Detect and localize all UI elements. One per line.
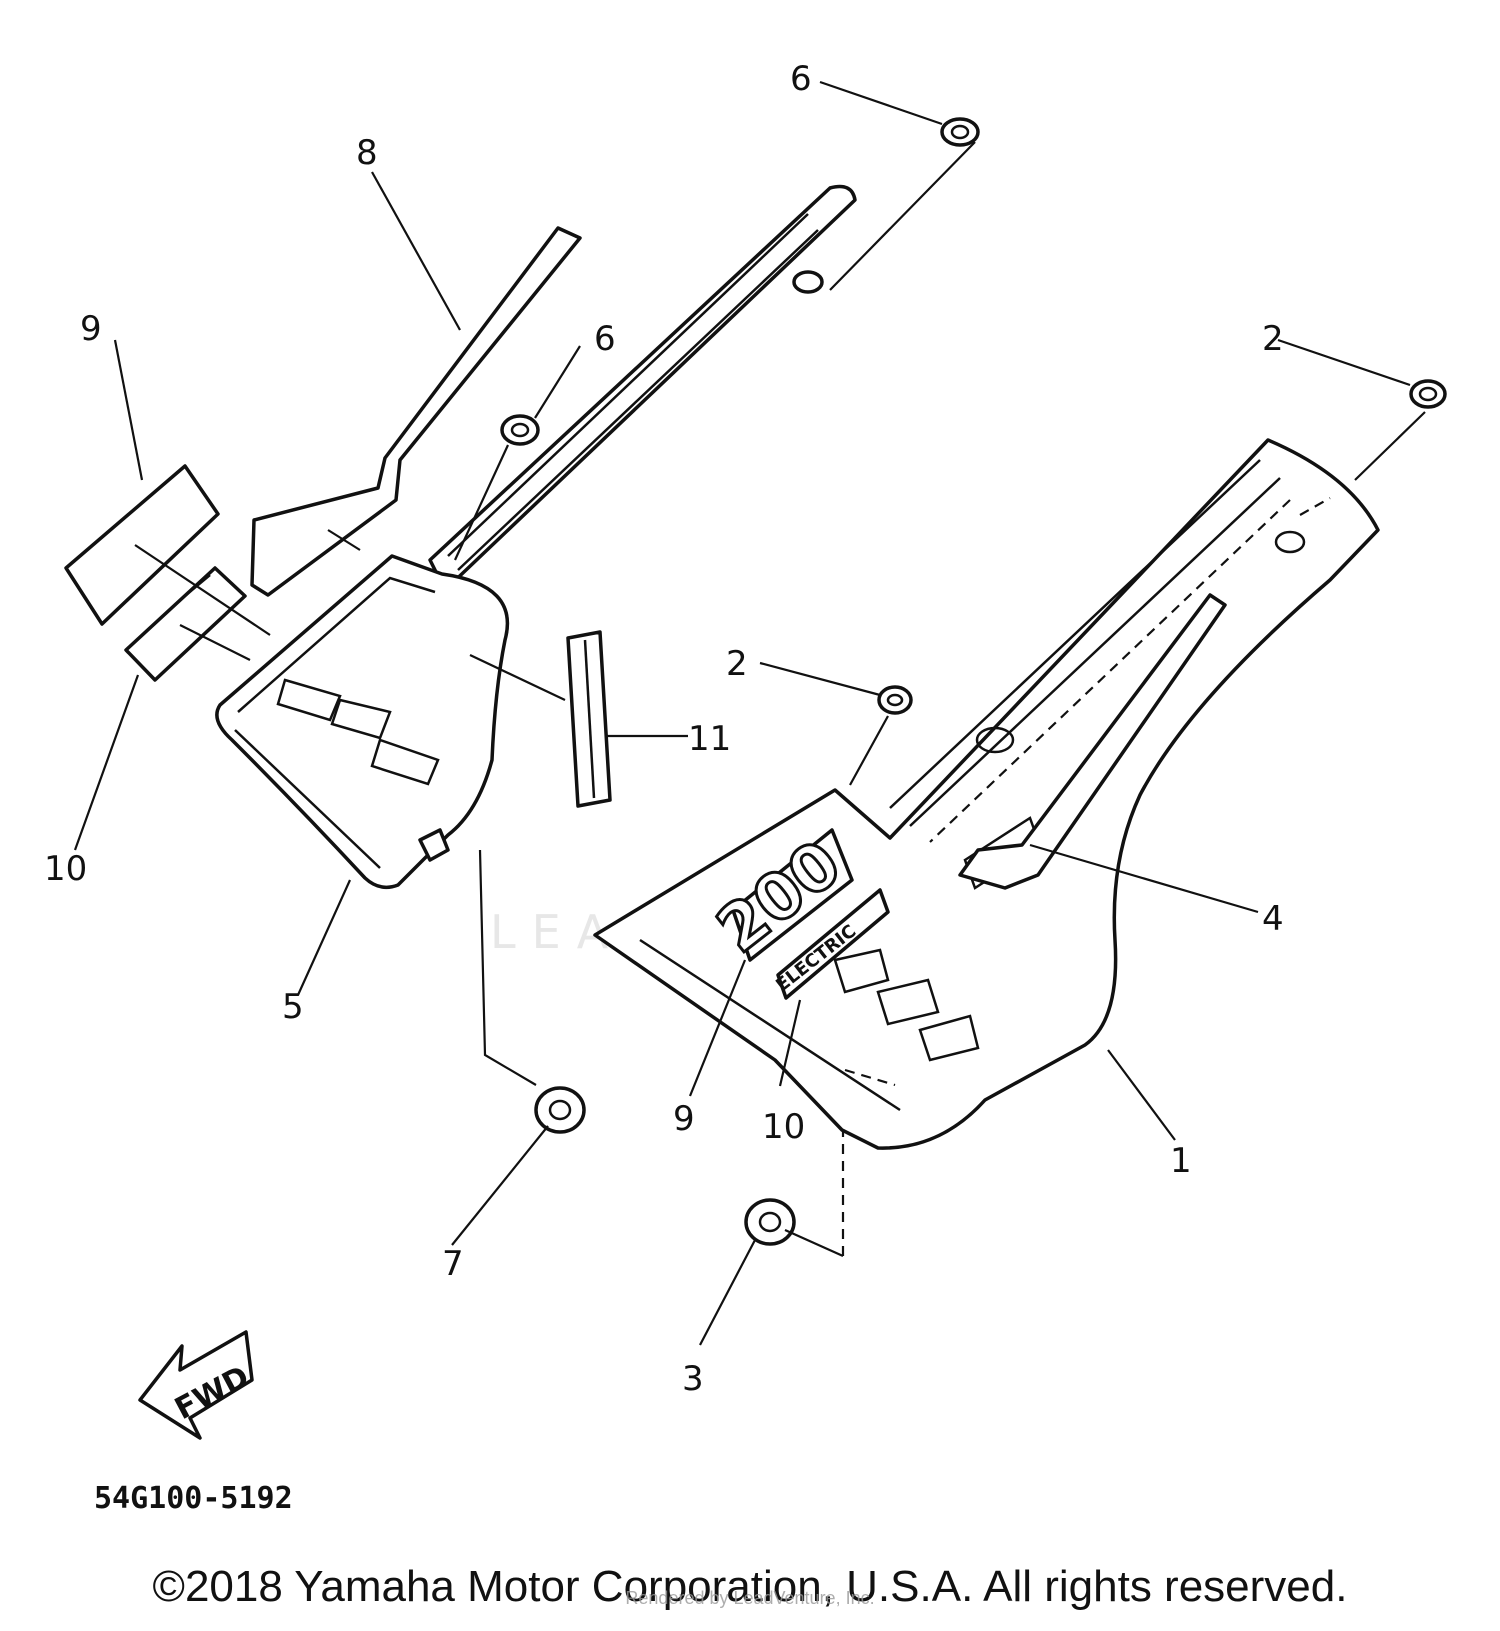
strip-part-11 <box>566 630 612 808</box>
callout-11: 11 <box>688 719 731 759</box>
callout-2-top: 2 <box>1262 319 1284 359</box>
callout-6-top: 6 <box>790 59 812 99</box>
leader-lines <box>73 80 1426 1346</box>
callout-2-mid: 2 <box>726 644 748 684</box>
grommet-part-2-mid <box>877 685 913 715</box>
left-side-cover <box>215 184 857 890</box>
grommet-part-6-top <box>940 117 980 147</box>
callout-10-left: 10 <box>44 849 87 889</box>
parts-diagram: LEADVENTURE <box>44 59 1447 1516</box>
fwd-arrow-icon: FWD <box>138 1330 255 1440</box>
callout-8: 8 <box>356 133 378 173</box>
callout-5: 5 <box>282 987 304 1027</box>
damper-part-7 <box>534 1086 586 1134</box>
copyright-notice: ©2018 Yamaha Motor Corporation, U.S.A. A… <box>152 1562 1348 1611</box>
decal-part-10-left <box>124 566 247 682</box>
callout-1: 1 <box>1170 1141 1192 1181</box>
grommet-part-2-top <box>1409 379 1447 409</box>
callout-4: 4 <box>1262 899 1284 939</box>
grommet-part-6-mid <box>500 414 540 446</box>
credit-watermark: Rendered by LeadVenture, Inc. <box>625 1588 875 1608</box>
decal-part-8 <box>250 226 582 597</box>
decal-part-9-left <box>64 464 220 626</box>
decal-part-4 <box>958 593 1227 890</box>
callout-10-right: 10 <box>762 1107 805 1147</box>
callout-9-left: 9 <box>80 309 102 349</box>
callout-3: 3 <box>682 1359 704 1399</box>
part-code: 54G100-5192 <box>94 1481 293 1516</box>
damper-part-3 <box>744 1198 796 1246</box>
callout-7: 7 <box>442 1244 464 1284</box>
callout-6-mid: 6 <box>594 319 616 359</box>
callout-9-right: 9 <box>673 1099 695 1139</box>
